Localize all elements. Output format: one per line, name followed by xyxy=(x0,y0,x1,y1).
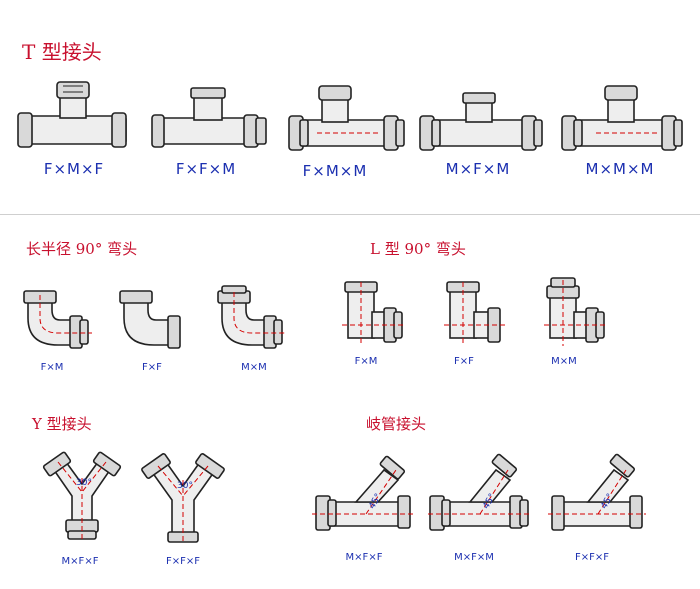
tee-fitting-mxmxm xyxy=(561,85,683,151)
l-elbow-label-3: M×M xyxy=(551,356,577,367)
tee-label-1: F×M×F xyxy=(43,160,105,178)
wye-section-title: Y 型接头 xyxy=(32,415,92,433)
lateral-label-2: M×F×M xyxy=(454,552,494,563)
long-radius-elbow-label-1: F×M xyxy=(40,362,64,373)
lateral-label-1: M×F×F xyxy=(345,552,383,563)
lateral-section-title: 岐管接头 xyxy=(366,415,427,433)
long-radius-elbow-section-title: 长半径 90° 弯头 xyxy=(26,240,138,258)
tee-fitting-mxfxm xyxy=(419,92,543,151)
lateral-fitting-mxfxf: 45° xyxy=(312,455,414,531)
long-radius-elbow-label-2: F×F xyxy=(142,362,162,373)
l-elbow-mxm xyxy=(544,277,606,346)
tee-fitting-fxmxm xyxy=(288,85,405,151)
long-radius-elbow-mxm xyxy=(217,285,286,349)
lateral-label-3: F×F×F xyxy=(574,552,610,563)
l-elbow-fxf xyxy=(444,281,506,346)
wye-fitting-mxfxf: 30° xyxy=(42,451,122,540)
tee-fitting-fxfxm xyxy=(151,87,267,148)
wye-label-2: F×F×F xyxy=(165,556,201,567)
tee-fitting-fxmxf xyxy=(17,81,127,148)
l-elbow-label-2: F×F xyxy=(454,356,474,367)
tee-label-5: M×M×M xyxy=(585,160,655,178)
section-divider xyxy=(0,214,700,215)
l-elbow-label-1: F×M xyxy=(354,356,378,367)
lateral-fitting-fxfxf: 45° xyxy=(548,453,646,531)
tee-section-title: T 型接头 xyxy=(22,40,102,64)
tee-label-2: F×F×M xyxy=(175,160,237,178)
tee-label-3: F×M×M xyxy=(302,162,368,180)
wye-angle-label: 30° xyxy=(76,478,92,488)
l-elbow-section-title: L 型 90° 弯头 xyxy=(370,240,466,258)
wye-label-1: M×F×F xyxy=(61,556,99,567)
long-radius-elbow-fxf xyxy=(119,290,181,349)
l-elbow-fxm xyxy=(342,281,404,346)
long-radius-elbow-fxm xyxy=(23,290,92,349)
tee-label-4: M×F×M xyxy=(445,160,511,178)
lateral-fitting-mxfxm: 45° xyxy=(428,453,532,531)
wye-fitting-fxfxf: 30° xyxy=(141,453,225,544)
wye-angle-label-2: 30° xyxy=(177,481,193,491)
long-radius-elbow-label-3: M×M xyxy=(241,362,267,373)
